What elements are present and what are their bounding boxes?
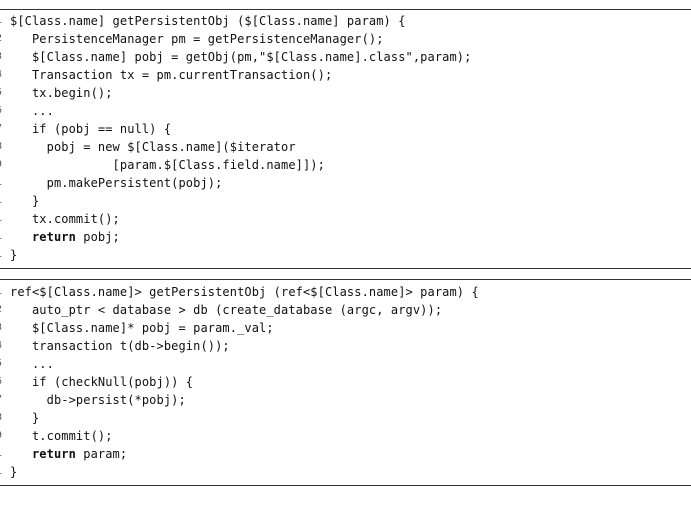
code-text: ... bbox=[10, 104, 54, 118]
line-number: 9 bbox=[0, 427, 2, 445]
line-number: 7 bbox=[0, 120, 2, 138]
code-text: PersistenceManager pm = getPersistenceMa… bbox=[10, 32, 384, 46]
code-text: ref<$[Class.name]> getPersistentObj (ref… bbox=[10, 285, 479, 299]
line-number: 11 bbox=[0, 192, 2, 210]
keyword-return: return bbox=[31, 230, 76, 244]
line-number: 8 bbox=[0, 409, 2, 427]
line-number: 1 bbox=[0, 283, 2, 301]
line-number: 8 bbox=[0, 138, 2, 156]
line-number: 4 bbox=[0, 66, 2, 84]
code-text: } bbox=[10, 194, 40, 208]
code-rest: param; bbox=[75, 447, 128, 461]
code-text: pm.makePersistent(pobj); bbox=[10, 176, 223, 190]
line-number: 5 bbox=[0, 84, 2, 102]
code-text: if (pobj == null) { bbox=[10, 122, 172, 136]
line-number: 12 bbox=[0, 210, 2, 228]
code-text: db->persist(*pobj); bbox=[10, 393, 186, 407]
code-text: } bbox=[10, 411, 40, 425]
line-number: 9 bbox=[0, 156, 2, 174]
code-text: } bbox=[10, 465, 18, 479]
code-text: pobj = new $[Class.name]($iterator bbox=[10, 140, 296, 154]
code-text: auto_ptr < database > db (create_databas… bbox=[10, 303, 443, 317]
line-number: 6 bbox=[0, 373, 2, 391]
code-text: $[Class.name] getPersistentObj ($[Class.… bbox=[10, 14, 406, 28]
line-number: 13 bbox=[0, 228, 2, 246]
line-number: 2 bbox=[0, 301, 2, 319]
line-number: 10 bbox=[0, 174, 2, 192]
code-text: tx.commit(); bbox=[10, 212, 120, 226]
code-text: return pobj; bbox=[10, 228, 120, 246]
code-text: t.commit(); bbox=[10, 429, 113, 443]
line-number: 4 bbox=[0, 337, 2, 355]
line-number: 5 bbox=[0, 355, 2, 373]
code-indent bbox=[10, 447, 32, 461]
code-indent bbox=[10, 230, 32, 244]
line-number: 10 bbox=[0, 445, 2, 463]
code-text: Transaction tx = pm.currentTransaction()… bbox=[10, 68, 333, 82]
code-text: ... bbox=[10, 357, 54, 371]
line-number: 1 bbox=[0, 12, 2, 30]
code-text: $[Class.name]* pobj = param._val; bbox=[10, 321, 274, 335]
top-rule-listing-2 bbox=[0, 279, 691, 280]
code-text: return param; bbox=[10, 445, 127, 463]
bottom-rule-listing-1 bbox=[0, 268, 691, 269]
code-text: if (checkNull(pobj)) { bbox=[10, 375, 194, 389]
keyword-return: return bbox=[31, 447, 76, 461]
code-text: [param.$[Class.field.name]]); bbox=[10, 158, 325, 172]
line-number: 6 bbox=[0, 102, 2, 120]
code-text: tx.begin(); bbox=[10, 86, 113, 100]
bottom-rule-listing-2 bbox=[0, 485, 691, 486]
code-text: transaction t(db->begin()); bbox=[10, 339, 230, 353]
line-number: 3 bbox=[0, 48, 2, 66]
line-number: 14 bbox=[0, 246, 2, 264]
code-text: $[Class.name] pobj = getObj(pm,"$[Class.… bbox=[10, 50, 472, 64]
line-number: 7 bbox=[0, 391, 2, 409]
line-number: 3 bbox=[0, 319, 2, 337]
code-text: } bbox=[10, 248, 18, 262]
line-number: 2 bbox=[0, 30, 2, 48]
code-rest: pobj; bbox=[75, 230, 120, 244]
line-number: 11 bbox=[0, 463, 2, 481]
top-rule-listing-1 bbox=[0, 9, 691, 10]
